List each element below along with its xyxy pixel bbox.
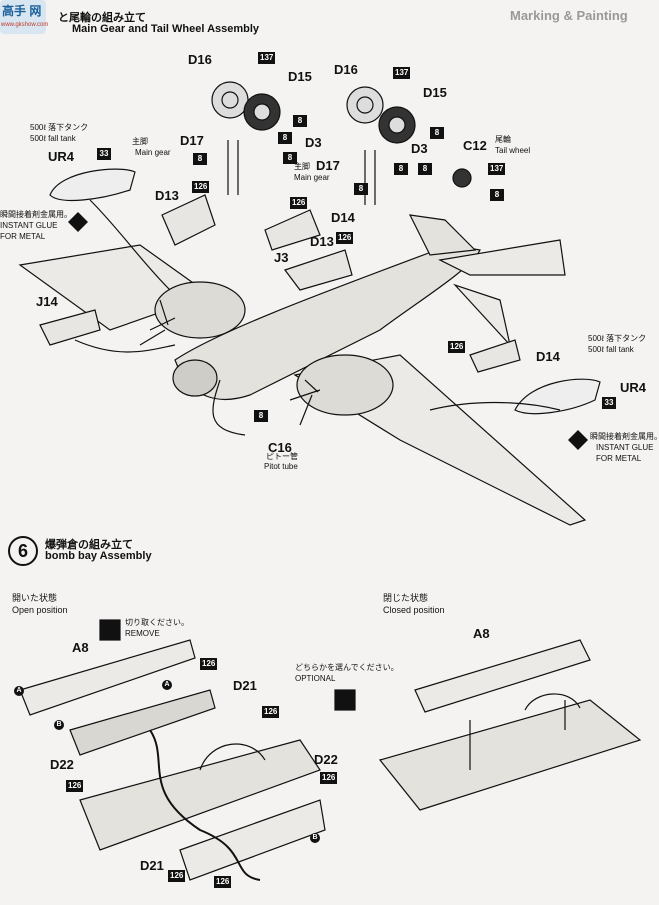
badge-126-i: 126 [168,870,186,882]
glue-en1-a: INSTANT GLUE [0,221,58,230]
part-ur4-b: UR4 [620,380,647,395]
part-d14-a: D14 [331,210,355,225]
part-d15-b: D15 [423,85,447,100]
fall-tank-jp-a: 500ℓ 落下タンク [30,123,89,132]
badge-8-c: 8 [278,132,292,144]
badge-137-b: 137 [393,67,411,79]
badge-8-b: 8 [430,127,444,139]
glue-en2-b: FOR METAL [596,454,642,463]
badge-8-d: 8 [193,153,207,165]
badge-8-f: 8 [394,163,408,175]
part-d3-b: D3 [411,141,428,156]
badge-8-g: 8 [354,183,368,195]
glue-en1-b: INSTANT GLUE [596,443,654,452]
main-gear-jp-b: 主脚 [294,162,310,171]
watermark-logo: 高手 网 www.gkshow.com [0,0,49,34]
badge-126-b: 126 [290,197,308,209]
badge-126-g: 126 [66,780,84,792]
part-d16-a: D16 [188,52,212,67]
part-d13-b: D13 [310,234,334,249]
badge-33-b: 33 [602,397,616,409]
part-d22-b: D22 [314,752,338,767]
part-d17-a: D17 [180,133,204,148]
part-a8-open: A8 [72,640,89,655]
step5-title-jp: と尾輪の組み立て [58,12,146,24]
fall-tank-en-b: 500ℓ fall tank [588,345,634,354]
remove-en: REMOVE [125,629,160,638]
part-d13-a: D13 [155,188,179,203]
main-gear-en-b: Main gear [294,173,330,182]
badge-8-a: 8 [293,115,307,127]
fall-tank-en-a: 500ℓ fall tank [30,134,76,143]
closed-position-en: Closed position [383,605,445,615]
part-j3: J3 [274,250,289,265]
watermark-text: 高手 网 [2,4,42,18]
part-d16-b: D16 [334,62,358,77]
part-d3-a: D3 [305,135,322,150]
badge-8-h: 8 [418,163,432,175]
closed-position-jp: 閉じた状態 [383,593,429,603]
glue-jp-a: 瞬間接着剤金属用。 [0,210,72,219]
step6-title-en: bomb bay Assembly [45,550,152,562]
badge-33-a: 33 [97,148,111,160]
step-6-number: 6 [8,536,38,566]
marker-a-2: A [162,680,172,690]
marker-b-2: B [310,833,320,843]
badge-126-d: 126 [448,341,466,353]
open-position-en: Open position [12,605,68,615]
step6-title-jp: 爆弾倉の組み立て [45,539,133,551]
badge-126-f: 126 [262,706,280,718]
part-j14: J14 [36,294,58,309]
glue-jp-b: 瞬間接着剤金属用。 [590,432,659,441]
part-d22-a: D22 [50,757,74,772]
optional-jp: どちらかを選んでください。 [295,663,399,672]
right-header: Marking & Painting [510,8,628,23]
glue-en2-a: FOR METAL [0,232,46,241]
open-position-jp: 開いた状態 [12,593,58,603]
badge-8-i: 8 [490,189,504,201]
pitot-jp: ピトー管 [266,452,298,461]
badge-126-h: 126 [320,772,338,784]
fall-tank-jp-b: 500ℓ 落下タンク [588,334,647,343]
part-d15-a: D15 [288,69,312,84]
badge-8-j: 8 [254,410,268,422]
optional-en: OPTIONAL [295,674,336,683]
badge-126-j: 126 [214,876,232,888]
step5-title-en: Main Gear and Tail Wheel Assembly [72,23,260,35]
part-a8-closed: A8 [473,626,490,641]
part-d21-a: D21 [233,678,257,693]
tail-wheel-jp: 尾輪 [495,135,511,144]
badge-137-c: 137 [488,163,506,175]
marker-b-1: B [54,720,64,730]
main-gear-en-a: Main gear [135,148,171,157]
part-d17-b: D17 [316,158,340,173]
badge-126-a: 126 [192,181,210,193]
part-c12: C12 [463,138,487,153]
part-c16: C16 [268,440,292,455]
pitot-en: Pitot tube [264,462,298,471]
marker-a-1: A [14,686,24,696]
part-d21-b: D21 [140,858,164,873]
badge-126-c: 126 [336,232,354,244]
part-ur4-a: UR4 [48,149,75,164]
badge-8-e: 8 [283,152,297,164]
watermark-url: www.gkshow.com [1,22,49,28]
tail-wheel-en: Tail wheel [495,146,531,155]
badge-126-e: 126 [200,658,218,670]
badge-137-a: 137 [258,52,276,64]
remove-jp: 切り取ください。 [125,618,189,627]
main-gear-jp-a: 主脚 [132,137,148,146]
part-d14-b: D14 [536,349,560,364]
